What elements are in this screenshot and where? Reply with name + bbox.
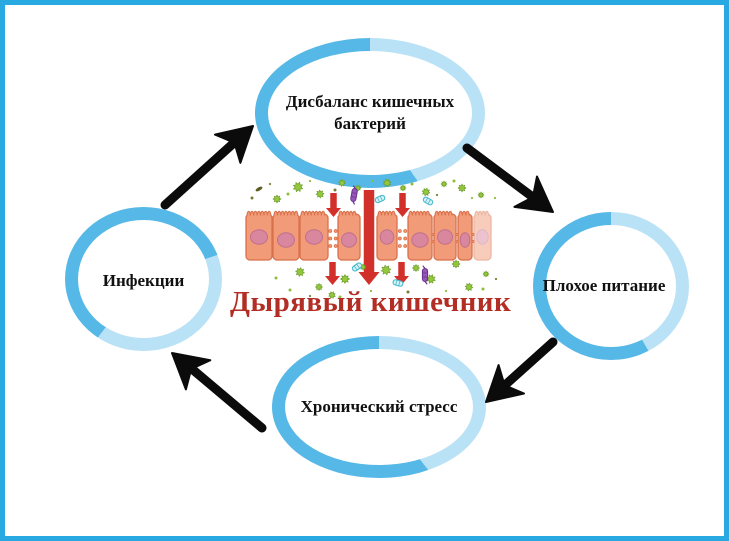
node-nutrition: Плохое питание <box>533 212 689 360</box>
node-imbalance-label: Дисбаланс кишечных бактерий <box>285 92 455 133</box>
node-infections-label: Инфекции <box>102 271 185 291</box>
diagram-title: Дырявый кишечник <box>230 286 512 318</box>
node-nutrition-label: Плохое питание <box>542 276 666 296</box>
node-imbalance: Дисбаланс кишечных бактерий <box>255 38 485 188</box>
node-stress: Хронический стресс <box>272 336 486 478</box>
leaky-gut-illustration-icon <box>245 178 498 299</box>
arrow-stress-to-infections-icon <box>171 352 267 433</box>
node-stress-label: Хронический стресс <box>300 397 458 417</box>
node-infections: Инфекции <box>65 207 222 351</box>
